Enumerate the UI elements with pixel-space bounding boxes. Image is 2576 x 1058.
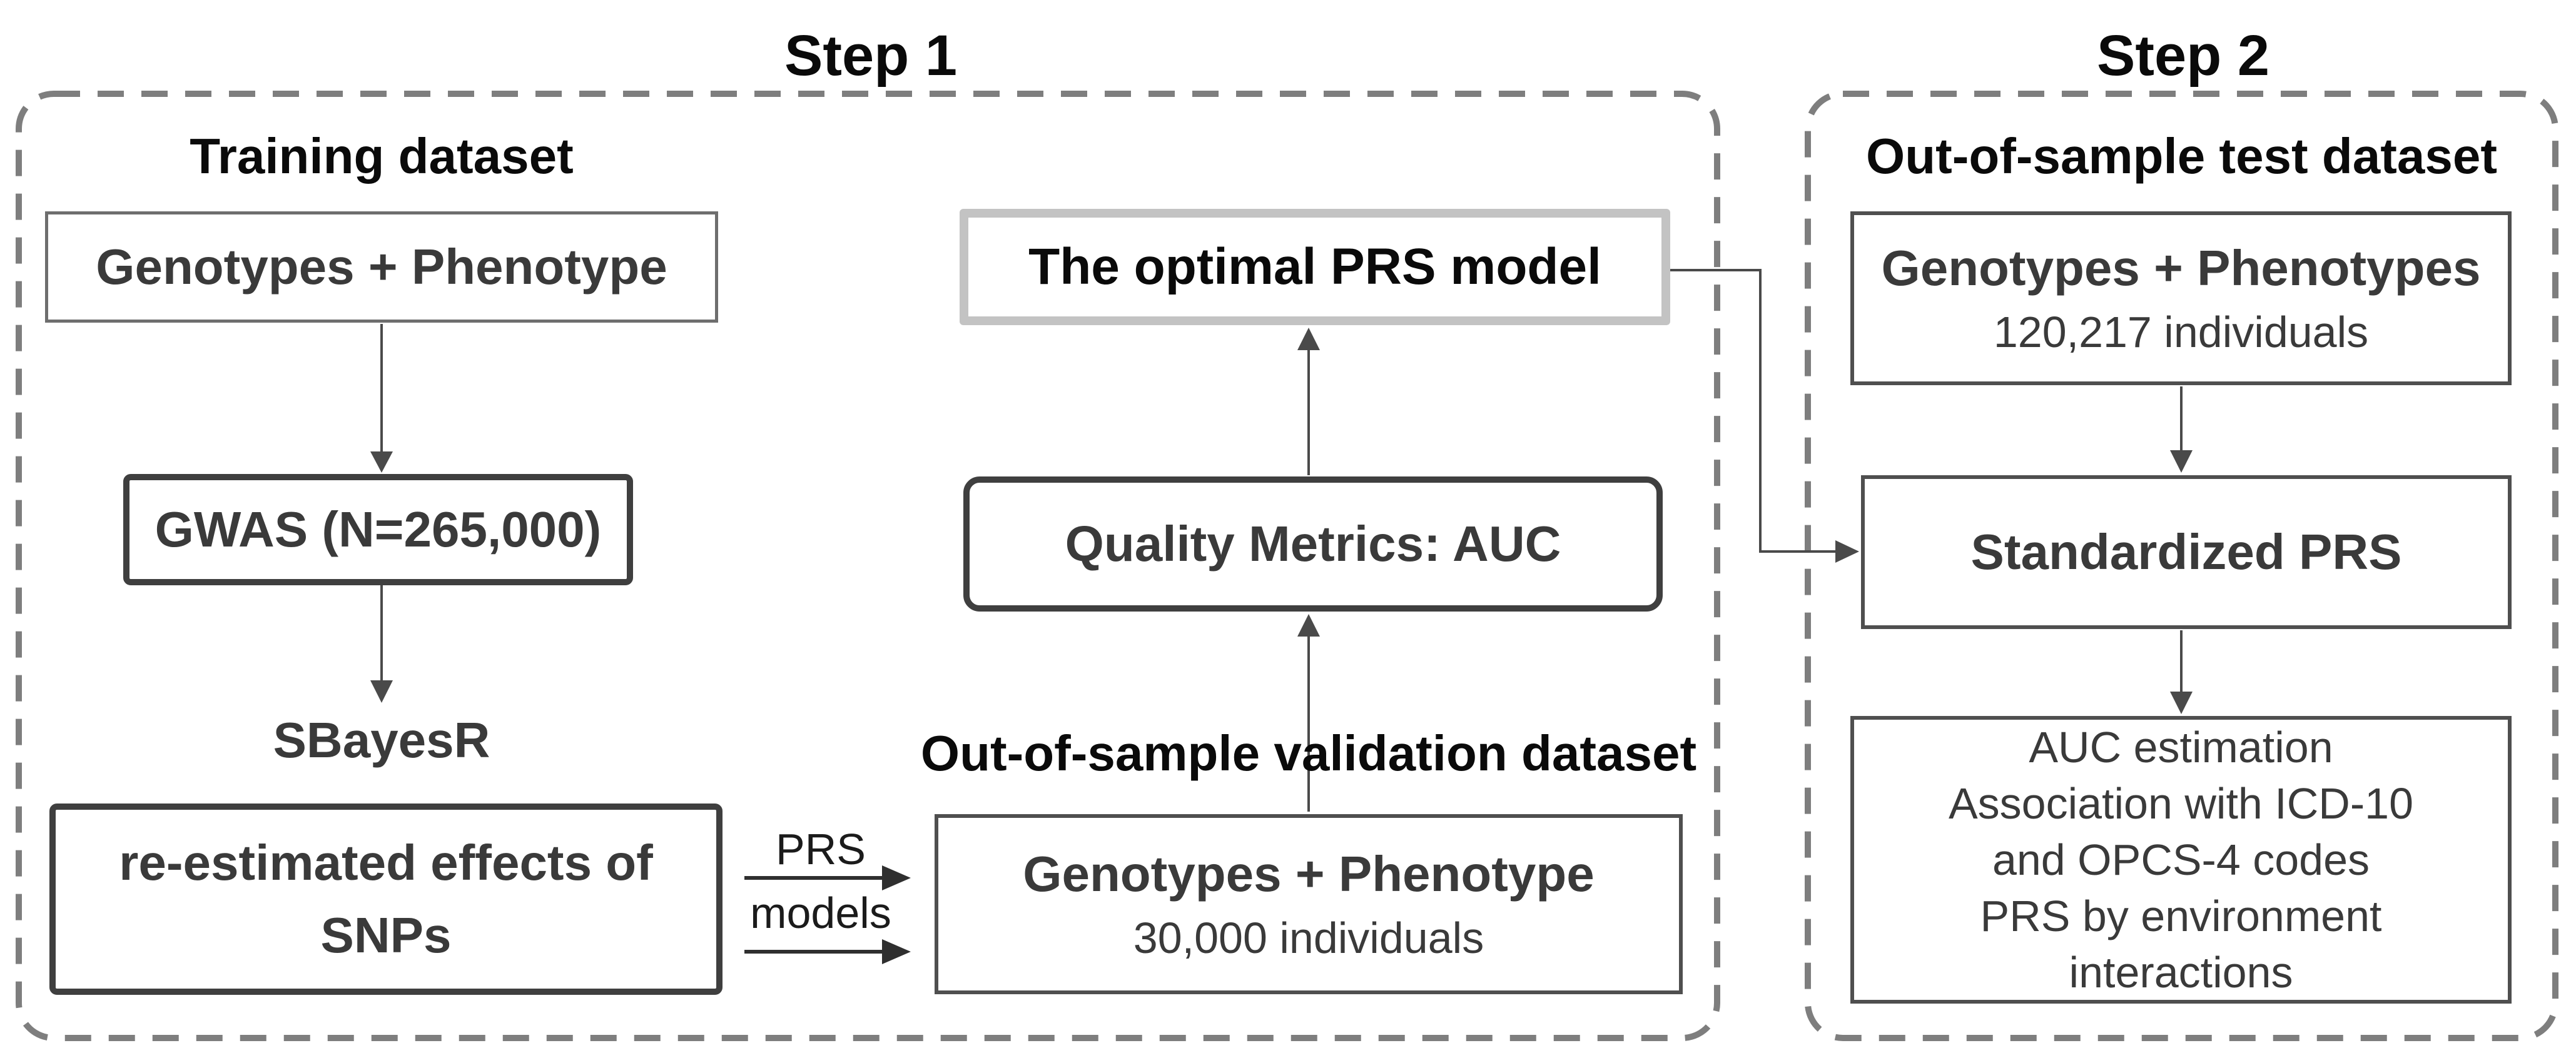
optimal-prs-model-box: The optimal PRS model: [960, 209, 1670, 325]
analysis-line-3: and OPCS-4 codes: [1992, 835, 2370, 884]
sbayesr-label: SBayesR: [273, 712, 490, 768]
optimal-prs-model-label: The optimal PRS model: [1028, 238, 1601, 295]
step1-title: Step 1: [784, 23, 958, 88]
arrow-quality-to-optimal: [1297, 328, 1320, 475]
arrow-training-to-gwas: [370, 324, 393, 473]
analysis-line-5: interactions: [2069, 948, 2293, 997]
arrow-down-head: [2170, 450, 2193, 473]
training-genotypes-box: Genotypes + Phenotype: [45, 211, 718, 323]
test-genotypes-box: Genotypes + Phenotypes 120,217 individua…: [1850, 211, 2512, 385]
arrow-up-head: [1297, 614, 1320, 637]
analysis-line-2: Association with ICD-10: [1948, 779, 2414, 828]
gwas-box: GWAS (N=265,000): [123, 474, 633, 585]
validation-dataset-title: Out-of-sample validation dataset: [920, 725, 1697, 781]
validation-genotypes-line1: Genotypes + Phenotype: [1023, 846, 1595, 902]
arrow-gwas-to-sbayesr: [370, 585, 393, 703]
prs-arrow-label-line1: PRS: [776, 825, 866, 874]
quality-metrics-box: Quality Metrics: AUC: [963, 476, 1663, 612]
validation-genotypes-box: Genotypes + Phenotype 30,000 individuals: [935, 814, 1683, 994]
analysis-box: AUC estimation Association with ICD-10 a…: [1850, 716, 2512, 1004]
prs-arrow-label-line2: models: [750, 889, 891, 937]
arrow-up-head: [1297, 328, 1320, 350]
arrow-down-head: [370, 680, 393, 703]
standardized-prs-box: Standardized PRS: [1861, 475, 2512, 629]
test-dataset-title: Out-of-sample test dataset: [1865, 128, 2498, 184]
prs-models-arrow-top: [744, 865, 911, 890]
step2-title: Step 2: [2096, 23, 2270, 88]
standardized-prs-label: Standardized PRS: [1970, 524, 2402, 580]
training-genotypes-label: Genotypes + Phenotype: [96, 239, 667, 295]
prs-models-arrow-bottom: [744, 939, 911, 964]
analysis-line-4: PRS by environment: [1980, 892, 2382, 940]
test-genotypes-line1: Genotypes + Phenotypes: [1881, 240, 2481, 296]
arrow-right-head: [882, 939, 911, 964]
reestimated-line1: re-estimated effects of: [119, 835, 653, 890]
reestimated-effects-box: re-estimated effects of SNPs: [49, 804, 723, 995]
analysis-line-1: AUC estimation: [2029, 723, 2333, 772]
arrow-right-head: [1835, 540, 1859, 563]
quality-metrics-label: Quality Metrics: AUC: [1065, 516, 1561, 572]
step1-dashed-border: [16, 91, 1720, 1041]
arrow-down-head: [2170, 692, 2193, 714]
gwas-label: GWAS (N=265,000): [155, 501, 602, 557]
arrow-standardized-to-analysis: [2170, 630, 2193, 714]
test-genotypes-line2: 120,217 individuals: [1993, 308, 2369, 356]
elbow-connector-line: [1669, 269, 1835, 553]
arrow-down-head: [370, 451, 393, 473]
reestimated-line2: SNPs: [320, 907, 452, 963]
validation-genotypes-line2: 30,000 individuals: [1133, 914, 1484, 962]
arrow-right-head: [882, 865, 911, 890]
training-dataset-title: Training dataset: [190, 128, 574, 184]
connector-optimal-to-standardized: [1669, 269, 1859, 563]
arrow-genotypes-to-standardized: [2170, 386, 2193, 473]
arrow-validation-to-quality: [1297, 614, 1320, 812]
